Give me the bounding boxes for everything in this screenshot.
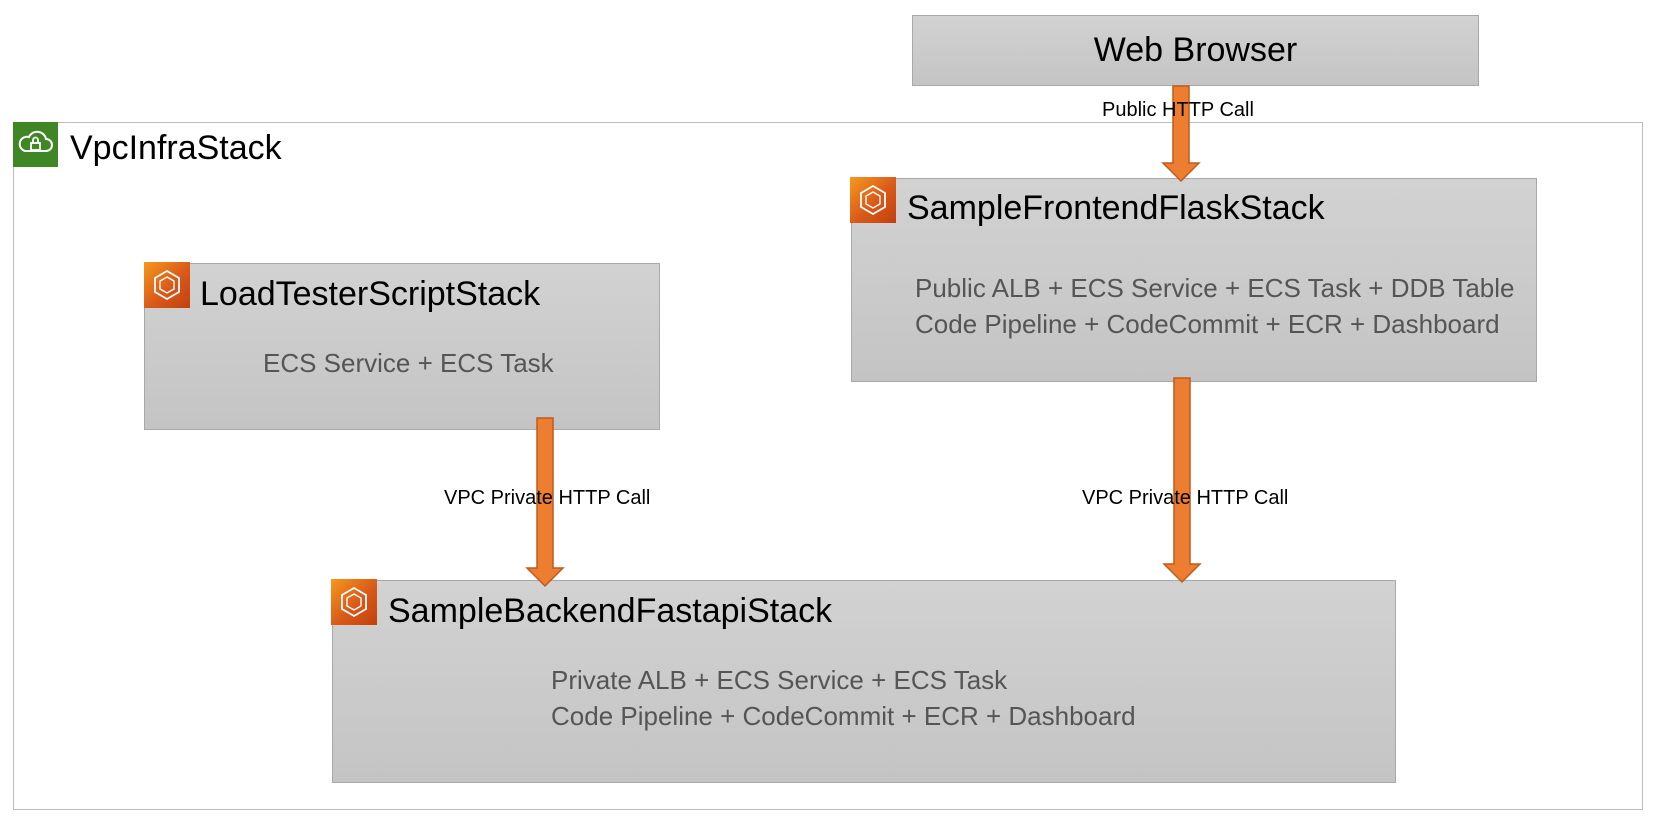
ecs-container-icon — [850, 177, 896, 223]
backend-stack-box — [332, 580, 1396, 783]
vpc-infra-stack-container — [13, 122, 1643, 810]
backend-line-2: Code Pipeline + CodeCommit + ECR + Dashb… — [551, 701, 1136, 731]
arrow-browser-to-frontend — [1161, 85, 1201, 183]
backend-stack-description: Private ALB + ECS Service + ECS Task Cod… — [551, 662, 1136, 734]
backend-stack-title: SampleBackendFastapiStack — [388, 592, 833, 630]
vpc-cloud-lock-icon — [13, 122, 58, 167]
loadtester-stack-box — [144, 263, 660, 430]
label-vpc-private-http-call-left: VPC Private HTTP Call — [444, 487, 651, 509]
arrow-frontend-to-backend — [1162, 377, 1202, 584]
frontend-stack-description: Public ALB + ECS Service + ECS Task + DD… — [915, 270, 1515, 342]
frontend-line-1: Public ALB + ECS Service + ECS Task + DD… — [915, 273, 1515, 303]
label-vpc-private-http-call-right: VPC Private HTTP Call — [1082, 487, 1289, 509]
label-public-http-call: Public HTTP Call — [1102, 99, 1254, 121]
ecs-container-icon — [144, 262, 190, 308]
web-browser-label: Web Browser — [1093, 31, 1298, 69]
backend-line-1: Private ALB + ECS Service + ECS Task — [551, 665, 1008, 695]
loadtester-line-1: ECS Service + ECS Task — [263, 348, 554, 378]
frontend-stack-box — [851, 178, 1537, 382]
loadtester-stack-title: LoadTesterScriptStack — [200, 275, 541, 313]
loadtester-stack-description: ECS Service + ECS Task — [263, 345, 554, 381]
frontend-stack-title: SampleFrontendFlaskStack — [907, 189, 1325, 227]
vpc-title: VpcInfraStack — [70, 129, 282, 167]
ecs-container-icon — [331, 579, 377, 625]
arrow-loadtester-to-backend — [525, 417, 565, 588]
frontend-line-2: Code Pipeline + CodeCommit + ECR + Dashb… — [915, 309, 1500, 339]
web-browser-box: Web Browser — [912, 15, 1479, 86]
